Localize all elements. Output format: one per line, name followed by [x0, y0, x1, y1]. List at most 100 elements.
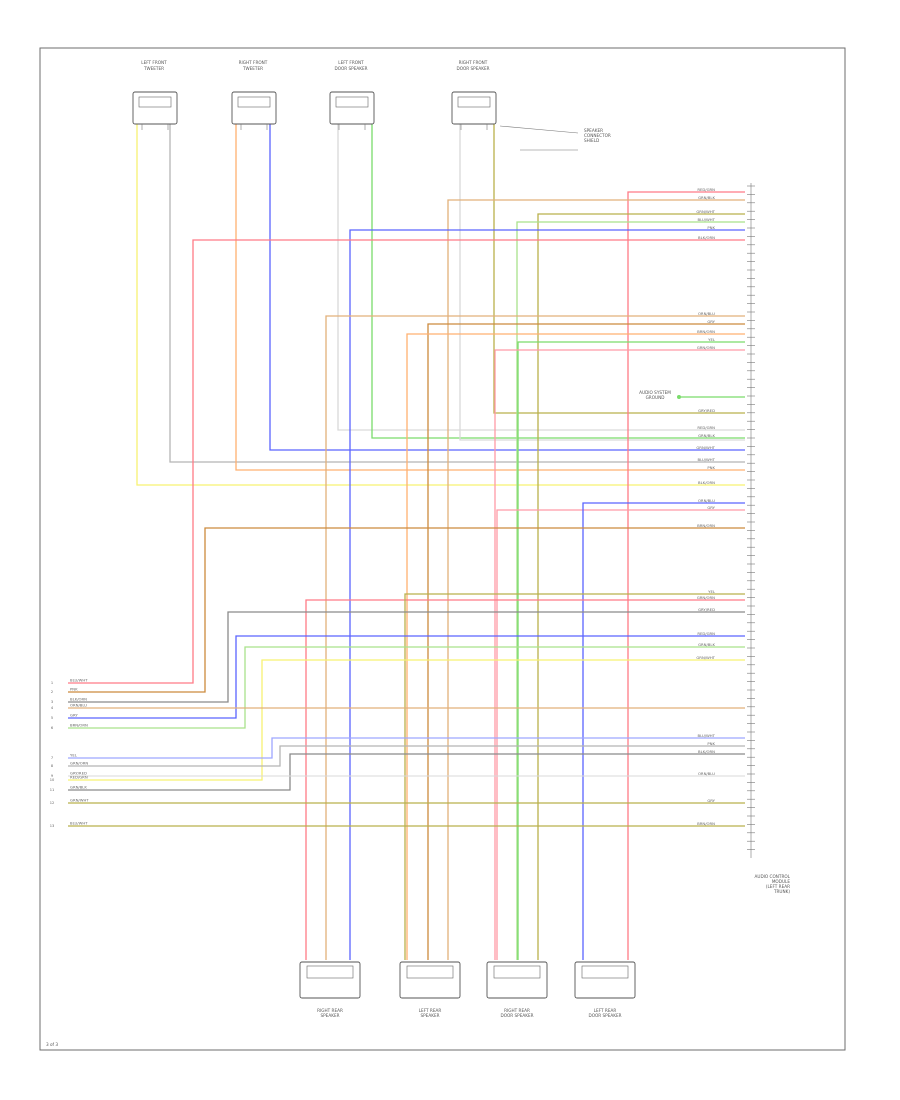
wire-label: ORN/BLU: [698, 771, 715, 776]
wire-label: ORN/BLU: [698, 311, 715, 316]
splice-dot: [677, 395, 681, 399]
left-pin-number: 6: [51, 726, 54, 730]
wire-yellow: [136, 124, 745, 486]
wire-ltgray: [337, 124, 745, 431]
wire-label: BLU/WHT: [697, 457, 715, 462]
wire-label: RED/GRN: [697, 425, 715, 430]
wire-label-left: BRN/ORN: [70, 723, 88, 728]
wire-label: GRY: [707, 798, 715, 803]
wire-label: GRN/ORN: [697, 595, 715, 600]
wire-label: PNK: [707, 225, 715, 230]
speaker-label-rf: TWEETER: [242, 66, 263, 71]
wire-gray: [169, 124, 745, 463]
speaker-terminal-lf2: [335, 96, 369, 108]
left-pin-number: 1: [51, 681, 53, 685]
speaker-terminal-lr2: [581, 965, 629, 979]
wire-darkgray: [68, 611, 745, 703]
wire-label: YEL: [708, 337, 716, 342]
wire-blue: [68, 635, 745, 719]
left-pin-number: 7: [51, 756, 53, 760]
wire-label-left: BLU/WHT: [70, 678, 88, 683]
shield-leader: [499, 125, 579, 134]
wire-label-left: GRY/RED: [70, 771, 87, 776]
left-pin-number: 12: [50, 801, 55, 805]
wire-label: GRN/WHT: [696, 655, 715, 660]
page-number: 3 of 3: [46, 1042, 58, 1047]
wire-label: BLK/ORN: [698, 235, 715, 240]
speaker-label-lf2: LEFT FRONT: [338, 60, 364, 65]
wire-label: GRN/WHT: [696, 209, 715, 214]
speaker-label-rr: RIGHT REAR: [317, 1008, 343, 1013]
wire-label-left: GRN/WHT: [70, 798, 89, 803]
left-pin-number: 4: [51, 706, 54, 710]
speaker-terminal-rr2: [493, 965, 541, 979]
wire-label: BRN/ORN: [697, 523, 715, 528]
speaker-label-rf2: DOOR SPEAKER: [456, 66, 489, 71]
wire-pink: [496, 509, 745, 960]
wire-label-left: PNK: [70, 687, 78, 692]
ground-note: GROUND: [646, 395, 665, 400]
connector-layer: [132, 91, 755, 999]
speaker-terminal-rf: [237, 96, 271, 108]
wire-label: GRY/RED: [698, 408, 715, 413]
wire-label: GRY: [707, 319, 715, 324]
speaker-terminal-lf: [138, 96, 172, 108]
wire-label: GRY: [707, 505, 715, 510]
wire-label: BLK/ORN: [698, 480, 715, 485]
speaker-shield-note: SPEAKER: [584, 128, 603, 133]
wire-gray: [68, 745, 745, 767]
wire-label: GRN/BLK: [698, 195, 715, 200]
wire-label: GRN/WHT: [696, 445, 715, 450]
speaker-terminal-lr: [406, 965, 454, 979]
wire-label: RED/GRN: [697, 187, 715, 192]
speaker-label-lf: LEFT FRONT: [141, 60, 167, 65]
speaker-label-lr2: LEFT REAR: [594, 1008, 617, 1013]
wire-label-left: GRY: [70, 713, 78, 718]
wire-red: [68, 239, 745, 684]
left-pin-number: 9: [51, 774, 54, 778]
wire-olive: [493, 124, 745, 414]
wire-label: PNK: [707, 465, 715, 470]
left-pin-number: 5: [51, 716, 53, 720]
speaker-shield-note: SHIELD: [584, 138, 599, 143]
wire-blue: [582, 502, 745, 960]
wire-label: GRN/BLK: [698, 433, 715, 438]
wire-label-left: RED/GRN: [70, 775, 88, 780]
wire-label-left: YEL: [70, 753, 78, 758]
wire-label: BRN/ORN: [697, 821, 715, 826]
wire-lightgreen: [68, 646, 745, 729]
wire-blue: [269, 124, 745, 451]
wire-label: BLU/WHT: [697, 217, 715, 222]
speaker-label-lr: LEFT REAR: [419, 1008, 442, 1013]
speaker-label-lf: TWEETER: [143, 66, 164, 71]
wire-olive: [537, 213, 745, 960]
wire-label: RED/GRN: [697, 631, 715, 636]
module-label: MODULE: [772, 879, 791, 884]
wire-label: GRN/BLK: [698, 642, 715, 647]
left-pin-number: 11: [50, 788, 55, 792]
wire-label: PNK: [707, 741, 715, 746]
wire-label: BLK/ORN: [698, 749, 715, 754]
left-pin-number: 13: [50, 824, 55, 828]
module-label: (LEFT REAR: [766, 884, 790, 889]
wire-label-left: GRN/ORN: [70, 761, 88, 766]
wire-label: BLU/WHT: [697, 733, 715, 738]
wire-ltgray: [459, 124, 745, 441]
wire-red: [305, 599, 745, 960]
left-pin-number: 3: [51, 700, 53, 704]
wire-brown: [68, 527, 745, 693]
module-label: AUDIO CONTROL: [755, 874, 791, 879]
wire-orange: [406, 333, 745, 960]
wire-orange: [235, 124, 745, 471]
wire-red: [627, 191, 745, 960]
wire-brown: [427, 323, 745, 960]
speaker-terminal-rf2: [457, 96, 491, 108]
wire-darkgray: [68, 753, 745, 791]
speaker-label-rr2: RIGHT REAR: [504, 1008, 530, 1013]
diagram-frame: [39, 47, 846, 1051]
wire-label: ORN/BLU: [698, 498, 715, 503]
wire-label-left: ORN/BLU: [70, 703, 87, 708]
module-label: TRUNK): [773, 889, 790, 894]
